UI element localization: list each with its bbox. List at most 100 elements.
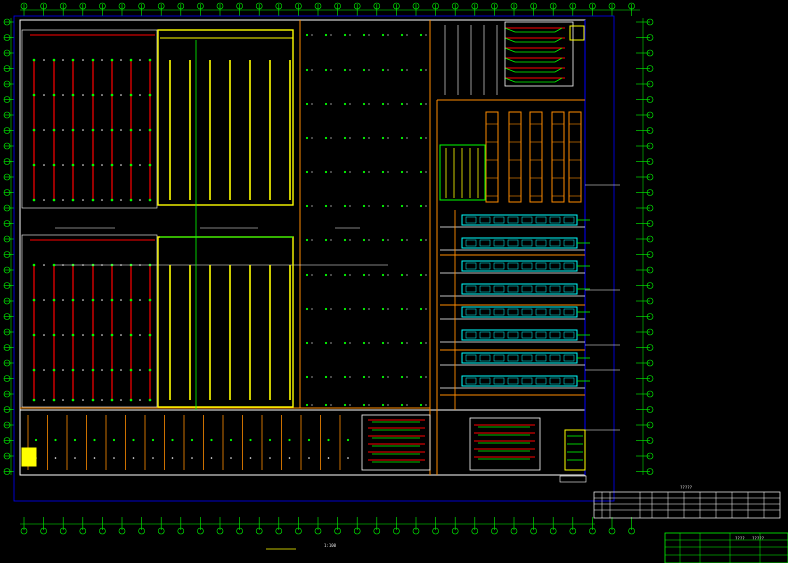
light-fixture	[419, 403, 423, 407]
light-fixture	[82, 299, 84, 301]
axis-bubble	[589, 527, 596, 535]
battery-cell	[549, 262, 561, 270]
light-fixture	[349, 205, 351, 207]
battery-cell	[563, 262, 575, 270]
battery-cell	[507, 354, 519, 362]
axis-bubble	[646, 390, 654, 398]
light-fixture	[82, 129, 84, 131]
battery-cell	[493, 285, 505, 293]
battery-cell	[535, 285, 547, 293]
light-fixture	[62, 129, 64, 131]
axis-bubble	[3, 127, 11, 134]
light-fixture	[32, 398, 36, 402]
axis-bubble	[646, 142, 654, 150]
legend-box	[559, 475, 587, 483]
light-fixture	[343, 170, 347, 174]
axis-bubble	[471, 527, 479, 535]
light-fixture	[43, 369, 45, 371]
light-fixture	[324, 238, 328, 242]
axis-bubble	[608, 2, 616, 10]
battery-cell	[521, 285, 533, 293]
battery-cell	[507, 308, 519, 316]
axis-bubble	[373, 2, 381, 10]
axis-bubble	[3, 452, 11, 460]
axis-bubble	[646, 437, 654, 444]
light-fixture	[419, 170, 423, 174]
hall-b-zone	[157, 29, 294, 206]
axis-bubble	[334, 2, 341, 10]
axis-bubble	[549, 527, 557, 535]
axis-bubble	[255, 527, 263, 535]
light-fixture	[311, 103, 313, 105]
light-fixture	[32, 368, 36, 372]
light-fixture	[129, 298, 133, 302]
light-fixture	[406, 34, 408, 36]
light-fixture	[368, 205, 370, 207]
light-fixture	[139, 59, 141, 61]
light-fixture	[400, 273, 404, 277]
light-fixture	[32, 128, 36, 132]
battery-cell	[493, 216, 505, 224]
battery-cell	[535, 377, 547, 385]
battery-cell	[549, 308, 561, 316]
light-fixture	[387, 103, 389, 105]
axis-bubble	[40, 2, 47, 10]
light-fixture	[368, 34, 370, 36]
light-fixture	[425, 239, 427, 241]
battery-cell	[535, 308, 547, 316]
light-fixture	[406, 137, 408, 139]
light-fixture	[43, 334, 45, 336]
light-fixture	[305, 375, 309, 379]
light-fixture	[368, 404, 370, 406]
light-fixture	[381, 33, 385, 37]
light-fixture	[32, 58, 36, 62]
light-fixture	[381, 341, 385, 345]
light-fixture	[362, 102, 366, 106]
light-fixture	[349, 103, 351, 105]
drawing-scale: 1:100	[324, 543, 337, 548]
axis-bubble	[3, 18, 11, 26]
axis-bubble	[255, 2, 263, 10]
axis-bubble	[59, 527, 67, 535]
light-fixture	[190, 438, 194, 442]
battery-cell	[493, 354, 505, 362]
axis-bubble	[3, 297, 11, 305]
axis-bubble	[646, 111, 654, 119]
battery-cell	[563, 285, 575, 293]
light-fixture	[419, 136, 423, 140]
light-fixture	[110, 128, 114, 132]
light-fixture	[400, 238, 404, 242]
axis-bubble	[334, 527, 341, 535]
axis-bubble	[451, 527, 459, 535]
battery-cell	[479, 331, 491, 339]
axis-bubble	[3, 251, 11, 258]
light-fixture	[32, 298, 36, 302]
light-fixture	[349, 342, 351, 344]
light-fixture	[139, 164, 141, 166]
light-fixture	[381, 204, 385, 208]
battery-cell	[535, 262, 547, 270]
light-fixture	[101, 199, 103, 201]
light-fixture	[305, 307, 309, 311]
light-fixture	[400, 136, 404, 140]
axis-bubble	[646, 282, 654, 289]
light-fixture	[110, 368, 114, 372]
battery-cell	[479, 354, 491, 362]
axis-bubble	[646, 359, 654, 367]
light-fixture	[82, 164, 84, 166]
light-fixture	[139, 94, 141, 96]
axis-bubble	[549, 2, 557, 10]
battery-cell	[563, 216, 575, 224]
battery-cell	[465, 262, 477, 270]
light-fixture	[62, 299, 64, 301]
light-fixture	[71, 58, 75, 62]
light-fixture	[230, 457, 232, 459]
light-fixture	[311, 137, 313, 139]
light-fixture	[349, 171, 351, 173]
light-fixture	[425, 274, 427, 276]
light-fixture	[148, 58, 152, 62]
light-fixture	[101, 59, 103, 61]
axis-bubble	[432, 2, 439, 10]
light-fixture	[362, 238, 366, 242]
